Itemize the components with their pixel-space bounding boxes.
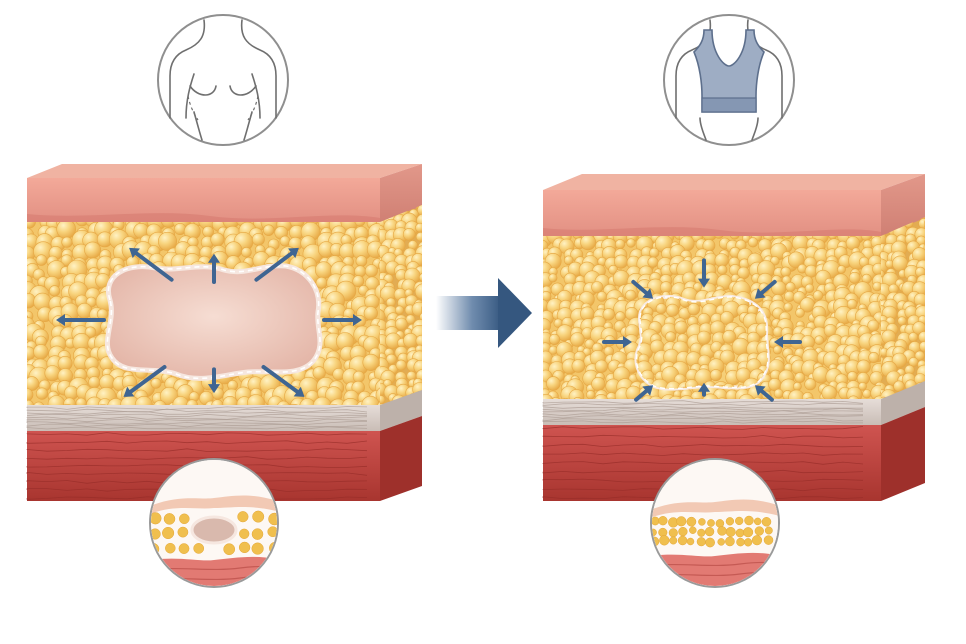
tissue-block-before: [26, 164, 422, 501]
pressure-arrow-icon: [56, 314, 65, 326]
skin-top-surface: [27, 164, 422, 178]
compression-garment-torso-icon: [663, 14, 795, 146]
pressure-arrow-icon: [754, 385, 766, 396]
outward-pressure-arrows: [56, 247, 362, 397]
pressure-arrow-icon: [642, 385, 654, 396]
pressure-arrow-icon: [129, 247, 140, 259]
seroma-cavity: [104, 263, 323, 381]
pressure-arrow-icon: [293, 386, 305, 397]
right-arrow-icon: [436, 278, 532, 348]
pressure-arrow-icon: [698, 278, 710, 288]
cavity-in-fat-inset: [149, 458, 279, 588]
tissue-block-after: [542, 174, 925, 501]
pressure-arrow-icon: [623, 336, 632, 348]
skin-top-surface: [543, 174, 925, 190]
pressure-arrow-icon: [208, 253, 220, 263]
bare-torso-icon: [157, 14, 289, 146]
pressure-arrow-icon: [123, 386, 135, 397]
pressure-arrow-icon: [353, 314, 362, 326]
pressure-arrow-icon: [208, 384, 220, 394]
pressure-arrow-icon: [288, 247, 299, 259]
inward-pressure-arrows: [602, 258, 802, 402]
pressure-arrow-icon: [642, 288, 654, 299]
pressure-arrow-icon: [754, 288, 766, 299]
collapsed-cavity: [634, 294, 770, 391]
compressed-fat-inset: [650, 458, 780, 588]
pressure-arrow-icon: [698, 382, 710, 392]
pressure-arrow-icon: [774, 336, 783, 348]
